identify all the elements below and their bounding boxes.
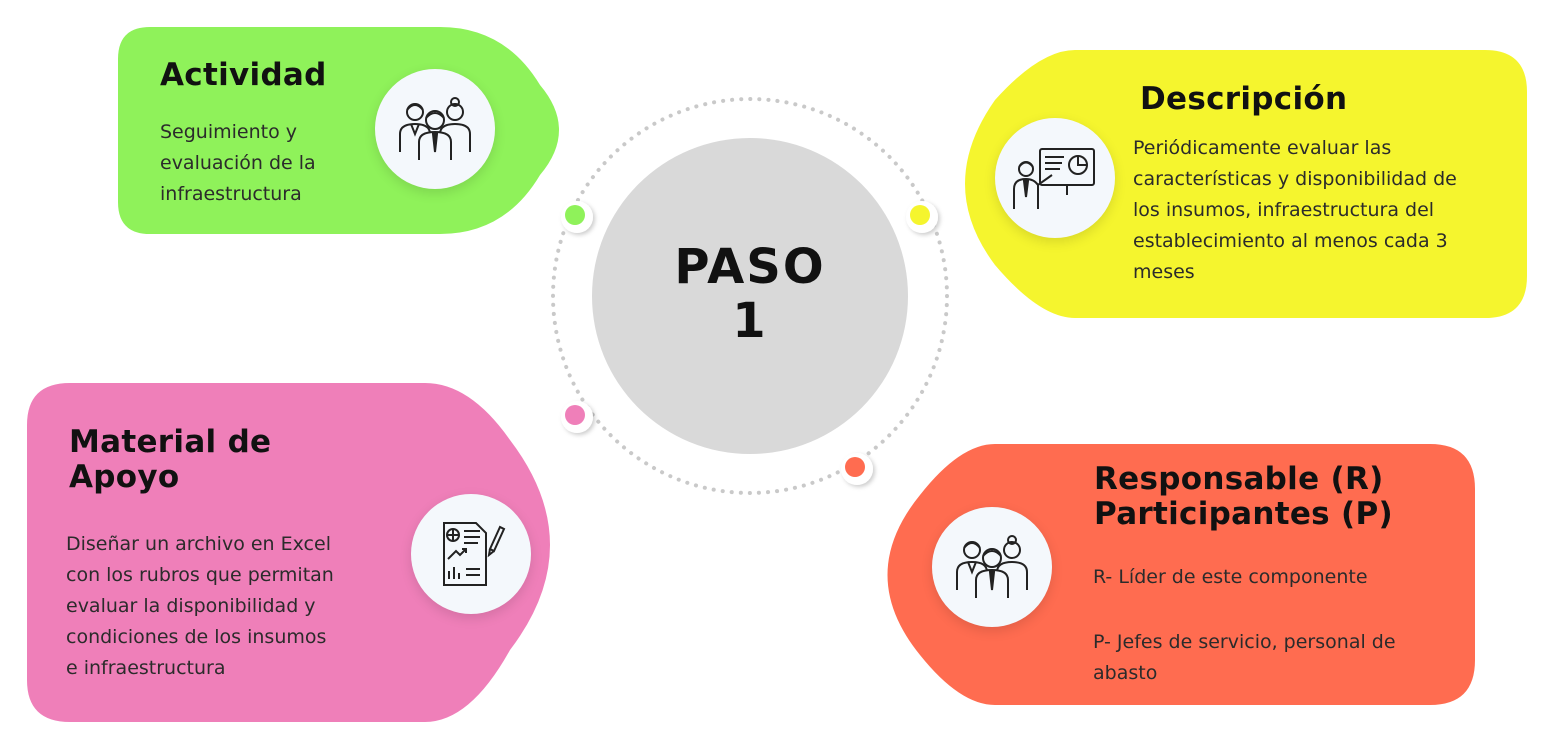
responsable-body-p-line: abasto bbox=[1093, 662, 1158, 684]
connector-dot-descripcion bbox=[906, 201, 938, 233]
material-body: Diseñar un archivo en Excel con los rubr… bbox=[66, 529, 334, 684]
actividad-body: Seguimiento y evaluación de la infraestr… bbox=[160, 117, 316, 210]
actividad-body-line: Seguimiento y bbox=[160, 121, 298, 143]
responsable-title-line2: Participantes (P) bbox=[1094, 496, 1393, 532]
descripcion-icon-circle bbox=[995, 118, 1115, 238]
material-body-line: condiciones de los insumos bbox=[66, 626, 327, 648]
connector-dot-responsable bbox=[841, 453, 873, 485]
presentation-icon bbox=[1013, 148, 1095, 209]
responsable-body-p: P- Jefes de servicio, personal de abasto bbox=[1093, 627, 1396, 689]
responsable-icon-circle bbox=[932, 507, 1052, 627]
card-descripcion-shape bbox=[965, 50, 1527, 318]
responsable-body-r: R- Líder de este componente bbox=[1093, 566, 1368, 588]
descripcion-body: Periódicamente evaluar las característic… bbox=[1133, 133, 1457, 288]
actividad-body-line: infraestructura bbox=[160, 183, 302, 205]
step-title: PASO 1 bbox=[590, 240, 910, 348]
step-title-line2: 1 bbox=[732, 293, 768, 349]
people-group-icon bbox=[956, 535, 1028, 598]
connector-dot-material bbox=[561, 401, 593, 433]
people-group-icon bbox=[399, 97, 471, 160]
descripcion-body-line: Periódicamente evaluar las bbox=[1133, 137, 1392, 159]
actividad-icon-circle bbox=[375, 69, 495, 189]
descripcion-body-line: meses bbox=[1133, 261, 1195, 283]
material-body-line: con los rubros que permitan bbox=[66, 564, 334, 586]
material-title-line1: Material de bbox=[69, 424, 272, 460]
responsable-title-line1: Responsable (R) bbox=[1094, 461, 1384, 497]
report-document-icon bbox=[443, 522, 506, 586]
material-title: Material de Apoyo bbox=[69, 425, 271, 495]
responsable-body-p-line: P- Jefes de servicio, personal de bbox=[1093, 631, 1396, 653]
actividad-title: Actividad bbox=[160, 57, 327, 93]
dotted-ring bbox=[551, 97, 949, 495]
material-body-line: e infraestructura bbox=[66, 657, 226, 679]
descripcion-body-line: características y disponibilidad de bbox=[1133, 168, 1457, 190]
material-body-line: evaluar la disponibilidad y bbox=[66, 595, 316, 617]
descripcion-body-line: los insumos, infraestructura del bbox=[1133, 199, 1435, 221]
step-title-line1: PASO bbox=[674, 239, 826, 295]
card-responsable-shape bbox=[887, 444, 1475, 705]
descripcion-title: Descripción bbox=[1140, 81, 1348, 117]
center-circle bbox=[592, 138, 908, 454]
responsable-title: Responsable (R) Participantes (P) bbox=[1094, 462, 1393, 532]
connector-dot-actividad bbox=[561, 201, 593, 233]
material-title-line2: Apoyo bbox=[69, 459, 180, 495]
descripcion-body-line: establecimiento al menos cada 3 bbox=[1133, 230, 1448, 252]
material-icon-circle bbox=[411, 494, 531, 614]
card-material-shape bbox=[27, 383, 550, 722]
actividad-body-line: evaluación de la bbox=[160, 152, 316, 174]
material-body-line: Diseñar un archivo en Excel bbox=[66, 533, 331, 555]
